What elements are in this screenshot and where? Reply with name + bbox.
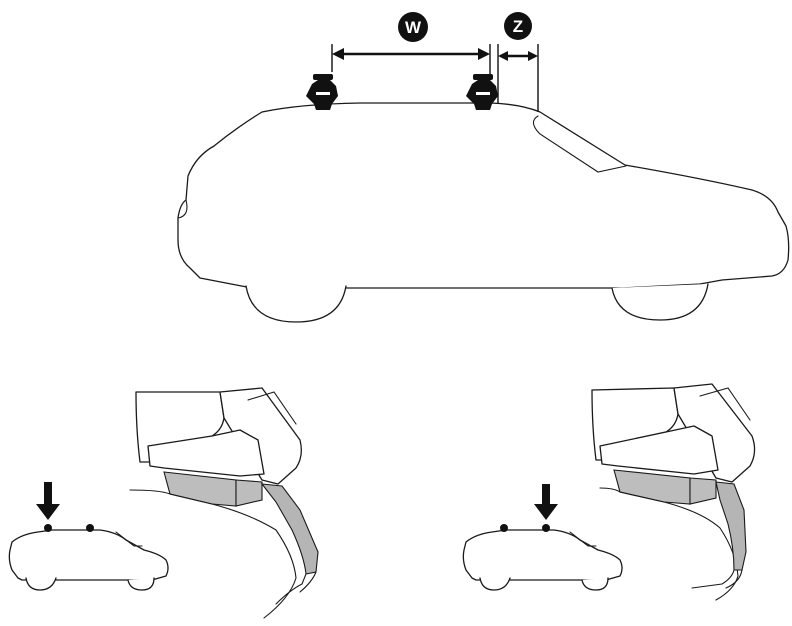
rear-foot bbox=[306, 74, 338, 110]
door-seal-right bbox=[715, 481, 747, 571]
small-car-right bbox=[462, 484, 623, 591]
label-w: W bbox=[405, 18, 422, 37]
badge-w bbox=[398, 12, 428, 42]
badge-z bbox=[504, 12, 532, 40]
foot-detail-right bbox=[591, 383, 756, 601]
label-z: Z bbox=[513, 17, 523, 36]
main-car bbox=[177, 102, 790, 323]
front-wheel bbox=[611, 283, 709, 321]
rubber-pad bbox=[163, 471, 237, 507]
down-arrow-icon bbox=[36, 482, 60, 520]
rear-bumper-line bbox=[177, 199, 188, 219]
door-seal bbox=[260, 483, 319, 575]
main-car-body bbox=[177, 102, 790, 289]
dimension-z: Z bbox=[497, 12, 539, 112]
dimension-w: W bbox=[331, 12, 491, 76]
foot-detail-left bbox=[129, 387, 319, 619]
front-foot bbox=[466, 74, 498, 110]
rubber-pad-right bbox=[613, 469, 691, 505]
down-arrow-icon bbox=[534, 484, 558, 520]
small-car-left bbox=[8, 482, 169, 591]
rear-wheel bbox=[245, 285, 347, 323]
windshield bbox=[532, 115, 627, 173]
